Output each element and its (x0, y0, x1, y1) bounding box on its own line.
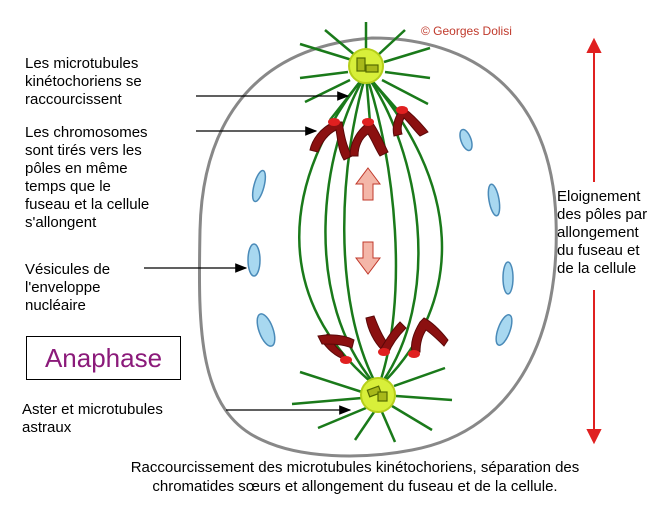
copyright-notice: © Georges Dolisi (421, 24, 512, 38)
nuclear-vesicles (248, 128, 515, 348)
label-line: astraux (22, 419, 163, 437)
label-chromosomes: Les chromosomes sont tirés vers les pôle… (25, 124, 149, 232)
label-line: temps que le (25, 178, 149, 196)
label-line: fuseau et la cellule (25, 196, 149, 214)
label-aster: Aster et microtubules astraux (22, 401, 163, 437)
label-line: Les chromosomes (25, 124, 149, 142)
label-line: Vésicules de (25, 261, 110, 279)
label-line: Eloignement (557, 188, 647, 206)
label-line: des pôles par (557, 206, 647, 224)
top-centrosome (349, 49, 383, 83)
label-line: s'allongent (25, 214, 149, 232)
downward-arrow-icon (356, 242, 380, 274)
phase-title-box: Anaphase (26, 336, 181, 380)
label-line: du fuseau et (557, 242, 647, 260)
label-line: Aster et microtubules (22, 401, 163, 419)
label-line: nucléaire (25, 297, 110, 315)
caption-line: Raccourcissement des microtubules kinéto… (40, 458, 670, 477)
label-line: Les microtubules (25, 55, 142, 73)
bottom-centrosome (361, 378, 395, 412)
caption-line: chromatides sœurs et allongement du fuse… (40, 477, 670, 496)
label-line: kinétochoriens se (25, 73, 142, 91)
label-line: l'enveloppe (25, 279, 110, 297)
label-microtubules-kinetochoriens: Les microtubules kinétochoriens se racco… (25, 55, 142, 109)
label-line: raccourcissent (25, 91, 142, 109)
figure-caption: Raccourcissement des microtubules kinéto… (40, 458, 670, 496)
upward-arrow-icon (356, 168, 380, 200)
label-line: de la cellule (557, 260, 647, 278)
label-line: sont tirés vers les (25, 142, 149, 160)
phase-title: Anaphase (45, 343, 162, 374)
label-eloignement: Eloignement des pôles par allongement du… (557, 188, 647, 278)
label-line: allongement (557, 224, 647, 242)
label-line: pôles en même (25, 160, 149, 178)
label-vesicules: Vésicules de l'enveloppe nucléaire (25, 261, 110, 315)
